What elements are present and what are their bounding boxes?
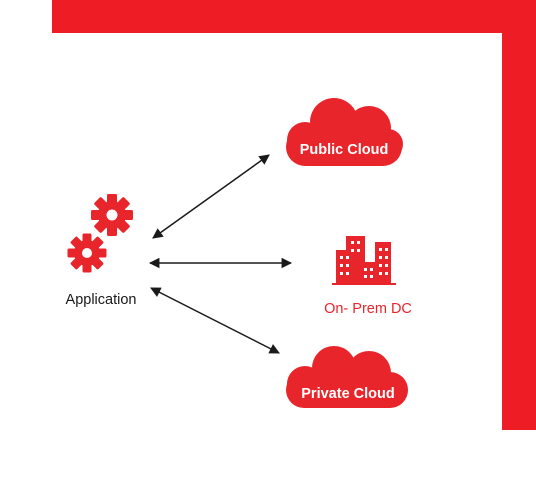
cloud-icon (286, 346, 408, 408)
arrow-application-public-cloud (152, 154, 270, 239)
public-cloud-label: Public Cloud (300, 142, 389, 158)
public-cloud-node: Public Cloud (286, 98, 403, 166)
frame-right-bar (502, 0, 536, 430)
cloud-icon (286, 98, 403, 166)
arrow-application-private-cloud (150, 287, 280, 354)
private-cloud-label: Private Cloud (301, 386, 394, 402)
buildings-icon (332, 236, 396, 285)
on-prem-label: On- Prem DC (324, 301, 412, 317)
application-label: Application (66, 292, 137, 308)
gears-icon (67, 194, 133, 273)
on-prem-node: On- Prem DC (324, 236, 412, 317)
private-cloud-node: Private Cloud (286, 346, 408, 408)
frame-top-bar (52, 0, 536, 33)
